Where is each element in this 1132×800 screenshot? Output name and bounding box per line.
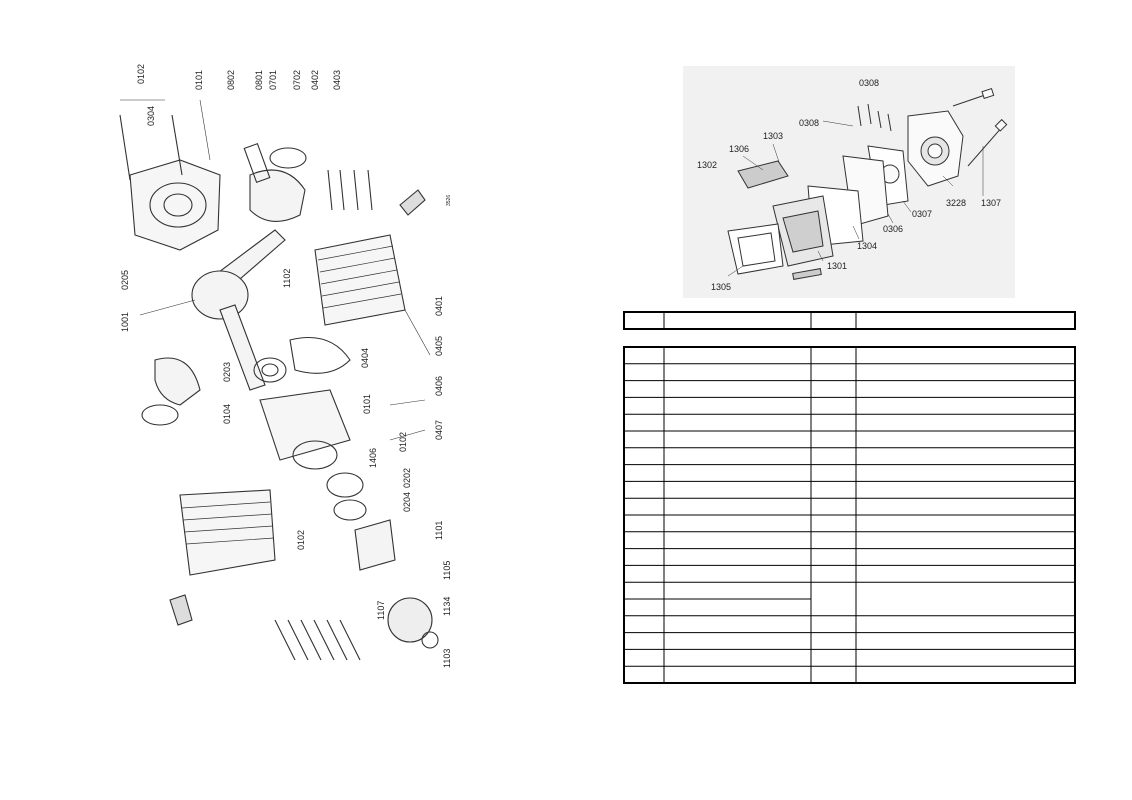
callout-label: 3228 (946, 198, 966, 208)
callout-label: 1307 (981, 198, 1001, 208)
parts-list-table (623, 311, 1076, 684)
callout-label: 0202 (402, 468, 412, 488)
callout-label: 0701 (268, 70, 278, 90)
callout-label: 1301 (827, 261, 847, 271)
callout-label: 0402 (310, 70, 320, 90)
callout-label: 0403 (332, 70, 342, 90)
callout-label: 0802 (226, 70, 236, 90)
callout-label: 1306 (729, 144, 749, 154)
callout-label: 1103 (442, 649, 452, 668)
callout-label: 0306 (883, 224, 903, 234)
gasket (289, 336, 351, 374)
callout-label: 1302 (697, 160, 717, 170)
carburetor-exploded-diagram: 0308 0308 1303 1306 1302 3228 1307 0307 … (683, 66, 1015, 298)
callout-label: 1305 (711, 282, 731, 292)
callout-label: 0401 (434, 296, 444, 316)
callout-label: 0308 (859, 78, 879, 88)
callout-label: 1304 (857, 241, 877, 251)
callout-label: 0404 (360, 348, 370, 368)
callout-label: 0203 (222, 362, 232, 382)
cylinder-lower (179, 489, 276, 576)
callout-label: 0104 (222, 404, 232, 424)
callout-label: 0102 (296, 530, 306, 550)
callout-label: 0101 (194, 70, 204, 90)
cylinder-upper (314, 234, 406, 326)
seal (333, 499, 367, 521)
piston (249, 169, 306, 222)
callout-label: 0308 (799, 118, 819, 128)
callout-label: 0307 (912, 209, 932, 219)
callout-label: 0406 (434, 376, 444, 396)
wrist-pin (243, 142, 271, 184)
bolt (171, 114, 183, 176)
callout-label: 0304 (146, 106, 156, 126)
callout-label: 0801 (254, 70, 264, 90)
crankcase-lower (259, 389, 351, 461)
bearing (326, 472, 364, 498)
callout-label: 0407 (434, 420, 444, 440)
flange-plate (387, 597, 433, 643)
spark-plug (399, 189, 426, 216)
callout-label: 1406 (368, 448, 378, 468)
callout-label: 0702 (292, 70, 302, 90)
table-header-row (623, 311, 1076, 330)
rear-housing (354, 519, 396, 571)
callout-label: 0102 (398, 432, 408, 452)
bearing (253, 357, 287, 383)
callout-label: 1134 (442, 597, 452, 616)
callout-label: 1303 (763, 131, 783, 141)
callout-label: 0102 (136, 64, 146, 84)
reed-petal (737, 160, 789, 189)
callout-label: 0204 (402, 492, 412, 512)
callout-label: 1107 (376, 601, 386, 620)
callout-label: 1001 (120, 312, 130, 332)
small-mark: 3526 (446, 195, 452, 206)
callout-label: 0205 (120, 270, 130, 290)
callout-label: 0405 (434, 336, 444, 356)
gasket-plate (727, 223, 784, 275)
callout-label: 0101 (362, 394, 372, 414)
callout-label: 1105 (442, 561, 452, 580)
callout-label: 1102 (282, 269, 292, 288)
engine-exploded-diagram: 0102 0304 0101 0802 0801 0701 0702 0402 … (119, 64, 452, 668)
callout-label: 1101 (434, 521, 444, 540)
bolt (119, 114, 131, 181)
